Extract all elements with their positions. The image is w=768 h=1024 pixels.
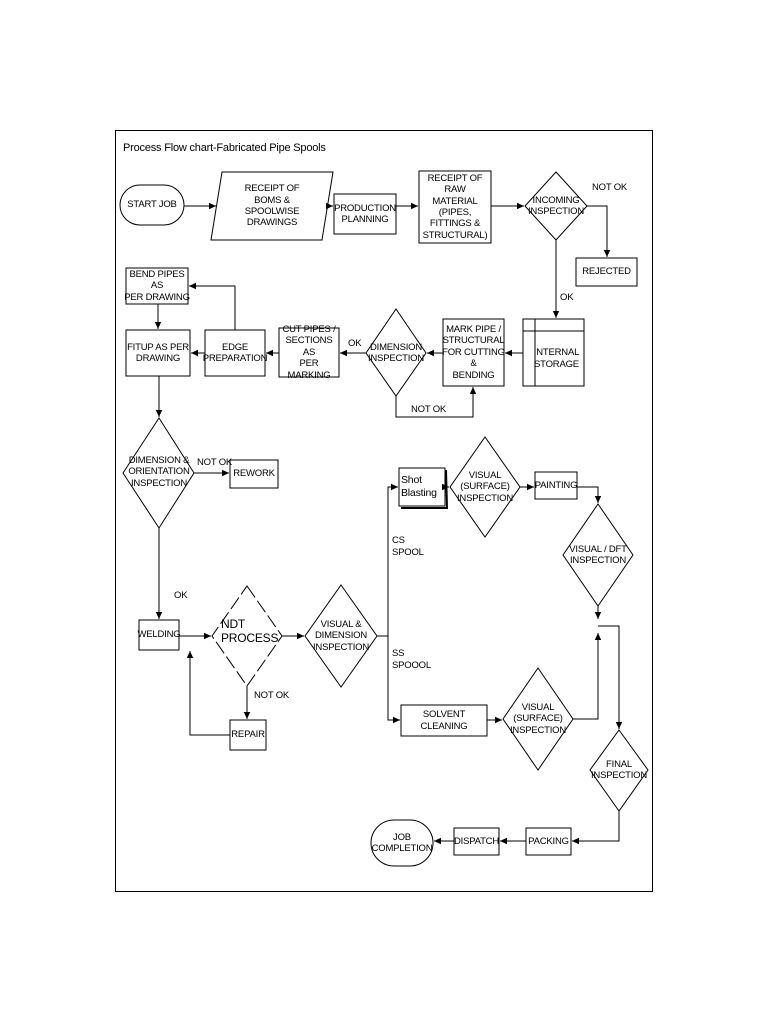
- edge-preparation-box: [204, 329, 266, 377]
- rework-label: REWORK: [233, 468, 275, 480]
- ndt-process-label: NDT PROCESS: [221, 616, 279, 645]
- receipt-boms-parallelogram: [210, 171, 334, 241]
- fitup-box: [125, 329, 191, 377]
- internal-storage-box: [522, 318, 585, 387]
- edge-label-cs-spool: CS SPOOL: [392, 535, 424, 558]
- solvent-cleaning-box: [400, 704, 488, 737]
- dispatch-label: DISPATCH: [453, 835, 500, 847]
- arrow-junction-to-final: [598, 625, 623, 729]
- final-inspection-label: FINAL INSPECTION: [590, 758, 648, 781]
- bend-pipes-label: BEND PIPES AS PER DRAWING: [124, 268, 190, 303]
- edge-label-orientation-ok: OK: [174, 590, 188, 601]
- arrow-final-to-packing: [572, 811, 620, 845]
- arrow-incoming-to-rejected: [587, 205, 611, 257]
- rejected-box: [575, 257, 638, 287]
- arrow-painting-to-dft: [577, 486, 602, 503]
- incoming-inspection-label: INCOMING INSPECTION: [527, 194, 585, 217]
- visual-dimension-inspection-diamond: [304, 584, 378, 688]
- shot-blasting-label: Shot Blasting: [401, 474, 437, 499]
- arrow-to-shot-blasting: [377, 483, 398, 637]
- start-job-label: START JOB: [127, 199, 177, 211]
- receipt-raw-material-label: RECEIPT OF RAW MATERIAL (PIPES, FITTINGS…: [422, 172, 488, 241]
- bend-pipes-box: [125, 267, 189, 305]
- visual-surface-inspection-ss-label: VISUAL (SURFACE) INSPECTION: [509, 701, 567, 736]
- welding-box: [138, 619, 180, 651]
- rejected-label: REJECTED: [582, 266, 631, 278]
- chart-title: Process Flow chart-Fabricated Pipe Spool…: [123, 142, 326, 154]
- edge-label-orientation-not-ok: NOT OK: [197, 457, 233, 468]
- cut-pipes-label: CUT PIPES / SECTIONS AS PER MARKING: [282, 324, 336, 381]
- repair-box: [229, 719, 267, 751]
- dim-orientation-inspection-label: DIMENSION & ORIENTATION INSPECTION: [128, 454, 190, 489]
- packing-label: PACKING: [528, 835, 569, 847]
- receipt-boms-label: RECEIPT OF BOMS & SPOOLWISE DRAWINGS: [244, 183, 300, 229]
- edge-label-dimension-ok: OK: [348, 338, 362, 349]
- edge-label-dimension-not-ok: NOT OK: [411, 404, 447, 415]
- edge-label-incoming-not-ok: NOT OK: [592, 182, 628, 193]
- visual-surface-inspection-ss-diamond: [502, 667, 574, 771]
- visual-surface-inspection-cs-diamond: [449, 436, 521, 538]
- fitup-label: FITUP AS PER DRAWING: [127, 341, 189, 364]
- arrow-to-solvent-cleaning: [387, 636, 400, 724]
- edge-label-ss-spool: SS SPOOOL: [392, 648, 431, 671]
- solvent-cleaning-label: SOLVENT CLEANING: [420, 709, 468, 732]
- visual-surface-inspection-cs-label: VISUAL (SURFACE) INSPECTION: [456, 469, 514, 504]
- packing-box: [525, 827, 572, 856]
- visual-dft-inspection-label: VISUAL / DFT INSPECTION: [569, 543, 627, 566]
- edge-preparation-label: EDGE PREPARATION: [202, 341, 268, 364]
- arrow-repair-to-welding: [186, 651, 230, 736]
- internal-storage-label: INTERNAL STORAGE: [533, 347, 580, 370]
- cut-pipes-box: [278, 327, 340, 378]
- visual-dimension-inspection-label: VISUAL & DIMENSION INSPECTION: [312, 618, 370, 653]
- rework-box: [229, 459, 279, 489]
- arrow-edge-to-bend: [189, 282, 236, 330]
- production-planning-box: [333, 193, 397, 235]
- edge-label-incoming-ok: OK: [560, 292, 574, 303]
- painting-label: PAINTING: [534, 479, 578, 491]
- arrow-dimension-not-ok-loop: [395, 387, 477, 418]
- shot-blasting-box: [398, 467, 446, 507]
- welding-label: WELDING: [137, 629, 181, 641]
- mark-pipe-label: MARK PIPE / STRUCTURAL FOR CUTTING & BEN…: [442, 324, 505, 381]
- shot-blasting-shadow: [401, 469, 449, 509]
- repair-label: REPAIR: [231, 729, 265, 741]
- receipt-raw-material-box: [418, 170, 492, 244]
- flowchart-frame: [115, 130, 653, 892]
- mark-pipe-box: [442, 318, 505, 387]
- painting-box: [534, 471, 578, 500]
- start-job-terminator: [119, 184, 185, 226]
- dimension-inspection-label: DIMENSION INSPECTION: [367, 341, 425, 364]
- job-completion-terminator: [370, 819, 434, 867]
- production-planning-label: PRODUCTION PLANNING: [334, 202, 396, 225]
- arrow-visual-ss-to-junction: [573, 633, 602, 720]
- job-completion-label: JOB COMPLETION: [371, 831, 433, 854]
- edge-label-ndt-not-ok: NOT OK: [254, 690, 290, 701]
- ndt-process-diamond: [211, 585, 283, 687]
